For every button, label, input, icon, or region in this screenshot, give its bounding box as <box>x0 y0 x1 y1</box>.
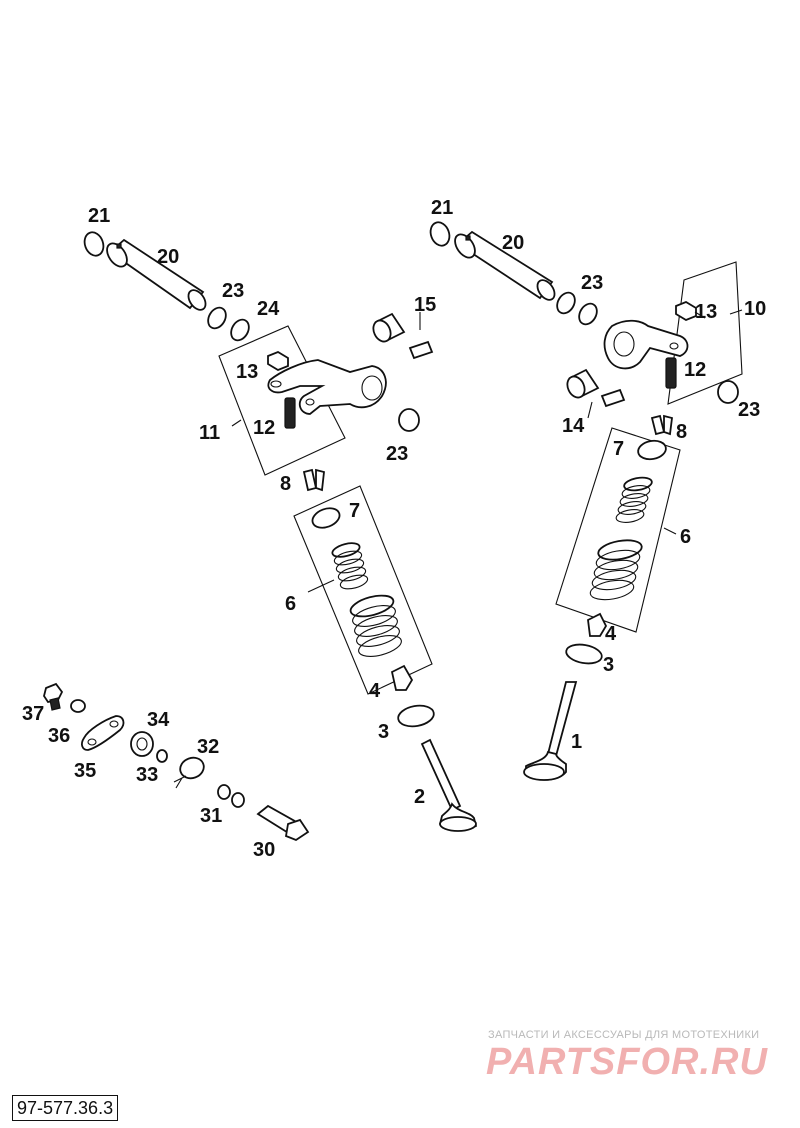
rocker-arm-left[interactable] <box>267 359 387 415</box>
callout-35: 35 <box>74 760 96 782</box>
rocker-shaft-20-right[interactable] <box>451 230 558 303</box>
diagram-reference-code: 97-577.36.3 <box>12 1095 119 1121</box>
lever-35[interactable] <box>81 715 125 751</box>
callout-3-left: 3 <box>378 721 389 743</box>
callout-12-left: 12 <box>253 417 275 439</box>
intake-valve-1[interactable] <box>523 681 578 781</box>
screw-37[interactable] <box>43 682 64 711</box>
washer-23-right[interactable] <box>554 289 579 316</box>
decompressor-parts-group <box>43 682 310 842</box>
callout-7-right: 7 <box>613 438 624 460</box>
spring-seat-3-right[interactable] <box>565 642 604 666</box>
callout-12-right: 12 <box>684 359 706 381</box>
callout-23-left-lower: 23 <box>386 443 408 465</box>
callout-1: 1 <box>571 731 582 753</box>
callout-23-right-lower: 23 <box>738 399 760 421</box>
callout-3-right: 3 <box>603 654 614 676</box>
callout-23-right: 23 <box>581 272 603 294</box>
callout-32: 32 <box>197 736 219 758</box>
washer-36[interactable] <box>70 699 86 713</box>
outer-spring-left[interactable] <box>348 592 403 661</box>
callout-2: 2 <box>414 786 425 808</box>
callout-33: 33 <box>136 764 158 786</box>
right-rocker-shaft-group <box>427 220 743 781</box>
roller-15-left[interactable] <box>370 312 434 360</box>
o-ring-33[interactable] <box>156 749 168 763</box>
callout-30: 30 <box>253 839 275 861</box>
seal-ring-34[interactable] <box>130 731 154 757</box>
adjuster-screw-12-right[interactable] <box>665 357 677 389</box>
inner-spring-right[interactable] <box>615 476 653 525</box>
callout-4-left: 4 <box>369 680 381 702</box>
spring-32[interactable] <box>173 754 207 789</box>
outer-spring-right[interactable] <box>589 537 643 602</box>
callout-20-left: 20 <box>157 246 179 268</box>
callout-34: 34 <box>147 709 170 731</box>
washer-23-left[interactable] <box>205 304 230 331</box>
callout-4-right: 4 <box>605 623 617 645</box>
o-ring-31-b[interactable] <box>231 792 245 808</box>
rocker-shaft-20-left[interactable] <box>103 238 209 313</box>
callout-37: 37 <box>22 703 44 725</box>
callout-10: 10 <box>744 298 766 320</box>
valve-keepers-8-right[interactable] <box>650 414 673 436</box>
callout-23-left: 23 <box>222 280 244 302</box>
leader-lines <box>231 309 743 593</box>
inner-spring-left[interactable] <box>331 541 369 592</box>
nut-13-left[interactable] <box>267 350 289 372</box>
watermark-subtitle: ЗАПЧАСТИ И АКСЕССУАРЫ ДЛЯ МОТОТЕХНИКИ <box>488 1029 760 1041</box>
watermark-brand-logo: PARTSFOR.RU <box>486 1041 768 1083</box>
decompressor-shaft-30[interactable] <box>256 804 310 842</box>
left-rocker-shaft-group <box>81 230 478 832</box>
callout-15-left: 15 <box>414 294 436 316</box>
roller-14-right[interactable] <box>564 368 626 408</box>
washer-24-right[interactable] <box>576 300 601 327</box>
callout-31: 31 <box>200 805 222 827</box>
valve-keepers-8-left[interactable] <box>302 468 325 492</box>
washer-23-right-lower[interactable] <box>717 380 739 404</box>
spring-retainer-7-left[interactable] <box>310 505 342 531</box>
left-valve-spring-box <box>293 485 433 695</box>
valve-stem-seal-4-left[interactable] <box>390 664 414 691</box>
callout-8-left: 8 <box>280 473 291 495</box>
callout-6-right: 6 <box>680 526 691 548</box>
callout-36: 36 <box>48 725 70 747</box>
callout-13-left: 13 <box>236 361 258 383</box>
washer-23-left-lower[interactable] <box>398 408 420 432</box>
callout-21-right: 21 <box>431 197 453 219</box>
o-ring-21-left[interactable] <box>81 230 106 259</box>
valve-stem-seal-4-right[interactable] <box>587 612 608 637</box>
left-rocker-arm-box <box>218 325 346 476</box>
o-ring-21-right[interactable] <box>427 220 452 249</box>
callout-13-right: 13 <box>695 301 717 323</box>
callout-8-right: 8 <box>676 421 687 443</box>
callout-14: 14 <box>562 415 585 437</box>
rocker-arm-right[interactable] <box>603 319 689 370</box>
adjuster-screw-12-left[interactable] <box>284 397 296 429</box>
callout-6-left: 6 <box>285 593 296 615</box>
spring-seat-3-left[interactable] <box>397 703 436 729</box>
o-ring-31-a[interactable] <box>217 784 231 800</box>
callout-20-right: 20 <box>502 232 524 254</box>
callout-7-left: 7 <box>349 500 360 522</box>
spring-retainer-7-right[interactable] <box>637 439 668 462</box>
callout-21-left: 21 <box>88 205 110 227</box>
callout-24-left: 24 <box>257 298 280 320</box>
callout-labels: 21 20 23 24 15 13 11 12 23 8 7 6 4 3 2 2… <box>22 197 766 861</box>
washer-24-left[interactable] <box>228 316 253 343</box>
exhaust-valve-2[interactable] <box>420 738 478 832</box>
callout-11-left: 11 <box>199 422 220 444</box>
nut-13-right[interactable] <box>675 300 697 322</box>
